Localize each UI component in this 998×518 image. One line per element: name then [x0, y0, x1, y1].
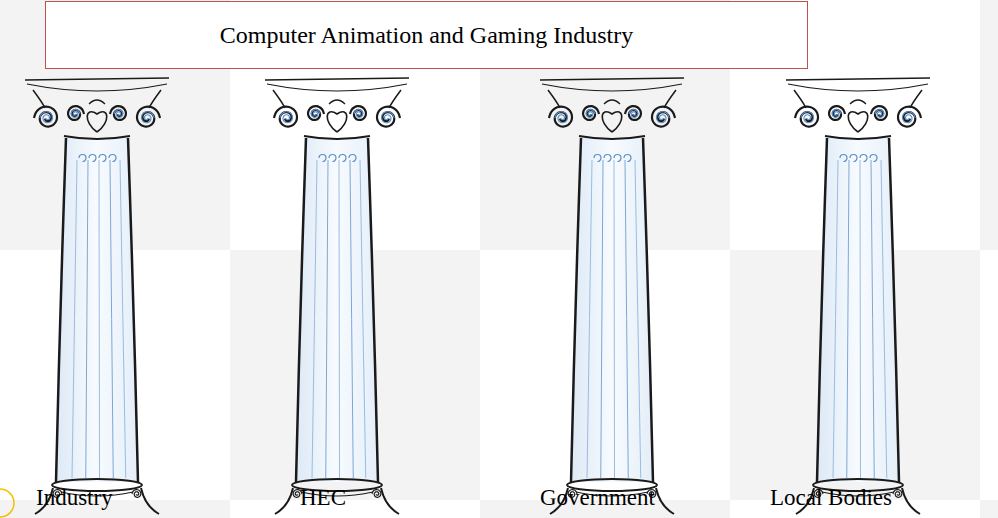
ionic-column — [25, 78, 169, 514]
pillar-label: Industry — [36, 485, 113, 511]
ionic-column — [265, 78, 409, 514]
ionic-column — [540, 78, 684, 514]
pillar-label: Local Bodies — [770, 485, 892, 511]
title-box: Computer Animation and Gaming Industry — [45, 1, 808, 69]
pillar-label: HEC — [300, 485, 346, 511]
title-text: Computer Animation and Gaming Industry — [206, 22, 647, 49]
corner-circle — [0, 489, 14, 517]
pillar-label: Government — [540, 485, 655, 511]
ionic-column — [786, 78, 930, 514]
